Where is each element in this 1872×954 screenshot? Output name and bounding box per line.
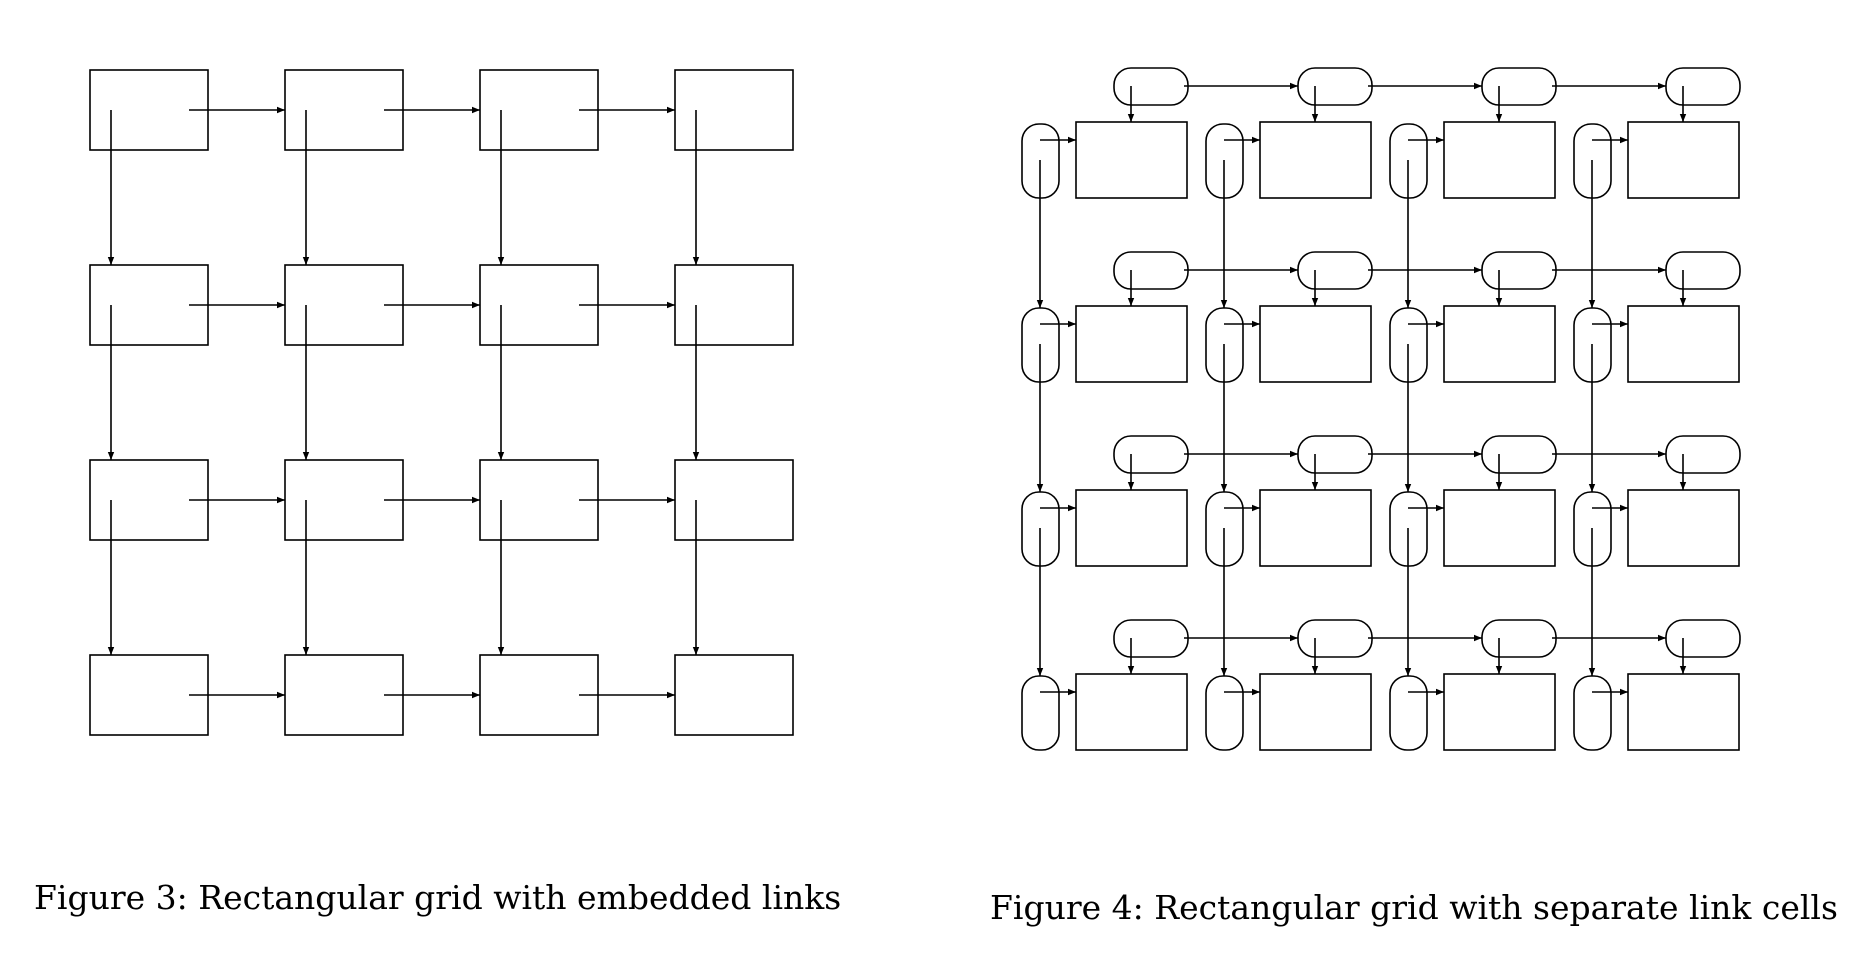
vertical-link-cell	[1205, 675, 1244, 751]
horizontal-link-cell	[1665, 251, 1741, 290]
node-cell	[1627, 673, 1740, 751]
node-cell	[1075, 673, 1188, 751]
node-cell	[1627, 121, 1740, 199]
horizontal-link-cell	[1297, 67, 1373, 106]
horizontal-link-cell	[1665, 67, 1741, 106]
vertical-link-cell	[1389, 675, 1428, 751]
horizontal-link-cell	[1481, 251, 1557, 290]
horizontal-link-cell	[1297, 435, 1373, 474]
horizontal-link-cell	[1297, 251, 1373, 290]
node-cell	[1443, 489, 1556, 567]
node-cell	[1259, 305, 1372, 383]
horizontal-link-cell	[1481, 619, 1557, 658]
node-cell	[1627, 489, 1740, 567]
node-cell	[674, 459, 794, 541]
node-cell	[674, 654, 794, 736]
node-cell	[1259, 489, 1372, 567]
horizontal-link-cell	[1113, 619, 1189, 658]
figure-3-caption: Figure 3: Rectangular grid with embedded…	[34, 878, 842, 917]
horizontal-link-cell	[1113, 251, 1189, 290]
node-cell	[1075, 305, 1188, 383]
node-cell	[1259, 121, 1372, 199]
node-cell	[1627, 305, 1740, 383]
horizontal-link-cell	[1113, 67, 1189, 106]
node-cell	[1259, 673, 1372, 751]
node-cell	[1075, 121, 1188, 199]
vertical-link-cell	[1573, 675, 1612, 751]
node-cell	[674, 69, 794, 151]
node-cell	[674, 264, 794, 346]
node-cell	[1075, 489, 1188, 567]
horizontal-link-cell	[1481, 67, 1557, 106]
horizontal-link-cell	[1481, 435, 1557, 474]
node-cell	[1443, 121, 1556, 199]
horizontal-link-cell	[1297, 619, 1373, 658]
vertical-link-cell	[1021, 675, 1060, 751]
node-cell	[1443, 673, 1556, 751]
figure-4-caption: Figure 4: Rectangular grid with separate…	[990, 888, 1838, 927]
horizontal-link-cell	[1113, 435, 1189, 474]
horizontal-link-cell	[1665, 619, 1741, 658]
horizontal-link-cell	[1665, 435, 1741, 474]
node-cell	[1443, 305, 1556, 383]
